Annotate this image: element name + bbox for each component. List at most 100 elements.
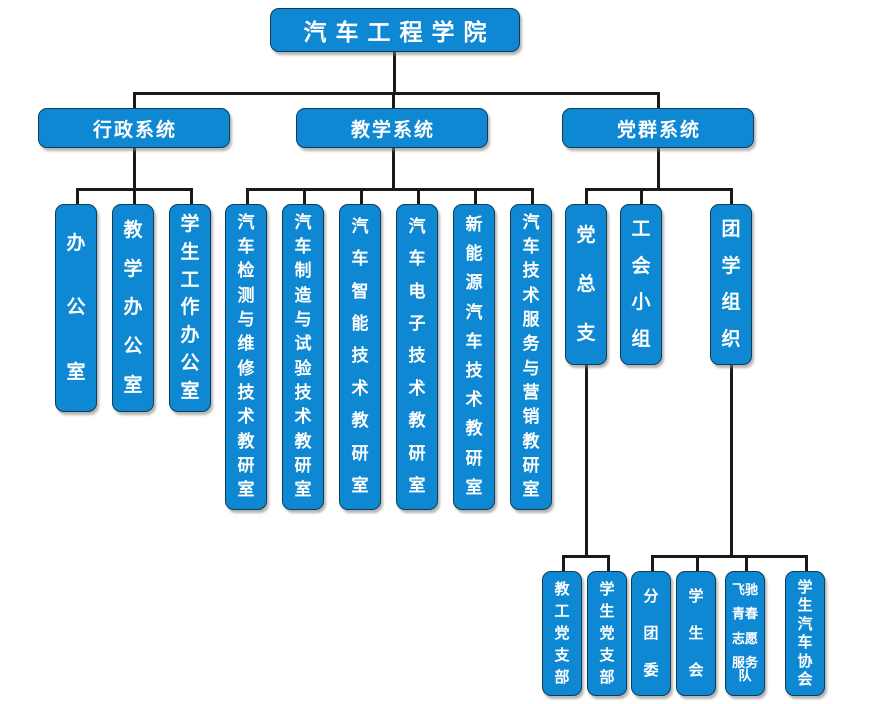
node-branch-party-mass[interactable]: 党群系统 [562, 108, 754, 148]
node-student-auto-association[interactable]: 学生汽车协会 [785, 571, 825, 696]
node-auto-electronics-dept[interactable]: 汽车电子技术教研室 [396, 204, 438, 510]
node-party-general-branch[interactable]: 党总支 [565, 204, 607, 365]
node-char: 研 [522, 455, 540, 476]
node-youth-league-student-org[interactable]: 团学组织 [710, 204, 752, 365]
node-char: 智 [351, 281, 369, 302]
connector-root-stem [393, 52, 396, 92]
node-feichi-youth-volunteer-team[interactable]: 飞驰青春志愿服务队 [725, 571, 765, 696]
node-char: 销 [522, 407, 540, 428]
node-student-affairs-office[interactable]: 学生工作办公室 [169, 204, 211, 412]
node-char: 研 [408, 443, 426, 464]
node-char: 学 [688, 587, 704, 605]
connector-party-stem [657, 148, 660, 188]
node-char: 委 [643, 661, 659, 679]
node-char: 技 [408, 346, 426, 367]
node-char: 验 [294, 358, 312, 379]
node-char: 与 [294, 309, 312, 330]
node-char: 教 [123, 218, 143, 241]
connector-party-drop-1 [585, 188, 588, 204]
connector-party-drop-3 [730, 188, 733, 204]
node-char: 教 [465, 419, 483, 440]
node-char: 会 [797, 670, 813, 689]
node-char: 公 [66, 296, 86, 319]
connector-dangzongzhi-stem [585, 365, 588, 555]
connector-tuanxue-drop-1 [651, 555, 654, 571]
node-char: 教 [294, 431, 312, 452]
node-auto-intelligent-tech-dept[interactable]: 汽车智能技术教研室 [339, 204, 381, 510]
node-char: 学 [180, 213, 200, 236]
node-char: 维 [237, 334, 255, 355]
node-char: 织 [721, 328, 741, 351]
node-line: 飞驰 [731, 582, 758, 598]
node-char: 造 [294, 285, 312, 306]
node-char: 党 [576, 224, 596, 246]
node-student-union[interactable]: 学生会 [676, 571, 716, 696]
connector-level2-drop-teaching [392, 92, 395, 108]
node-char: 室 [408, 476, 426, 497]
node-auto-service-marketing-dept[interactable]: 汽车技术服务与营销教研室 [510, 204, 552, 510]
node-branch-league-committee[interactable]: 分团委 [631, 571, 671, 696]
node-branch-teaching[interactable]: 教学系统 [296, 108, 488, 148]
node-char: 测 [237, 285, 255, 306]
node-char: 新 [465, 215, 483, 236]
connector-level2-drop-admin [133, 92, 136, 108]
node-char: 术 [351, 378, 369, 399]
connector-teaching-drop-3 [360, 188, 363, 204]
node-char: 办 [66, 231, 86, 254]
node-char: 教 [408, 411, 426, 432]
node-char: 汽 [294, 212, 312, 233]
node-char: 作 [180, 296, 200, 319]
node-char: 与 [522, 358, 540, 379]
node-char: 源 [465, 273, 483, 294]
node-char: 研 [294, 455, 312, 476]
node-char: 室 [66, 361, 86, 384]
node-char: 与 [237, 309, 255, 330]
node-char: 党 [554, 623, 570, 642]
node-staff-party-branch[interactable]: 教工党支部 [542, 571, 582, 696]
node-char: 子 [408, 314, 426, 335]
connector-party-bus [585, 188, 733, 191]
connector-level2-bus [133, 92, 659, 95]
node-auto-manufacturing-testing-dept[interactable]: 汽车制造与试验技术教研室 [282, 204, 324, 510]
node-char: 团 [721, 217, 741, 240]
node-char: 办 [123, 296, 143, 319]
node-root[interactable]: 汽车工程学院 [270, 8, 520, 52]
node-char: 部 [554, 668, 570, 687]
node-branch-administrative[interactable]: 行政系统 [38, 108, 230, 148]
node-char: 汽 [797, 614, 813, 633]
node-char: 制 [294, 261, 312, 282]
node-student-party-branch[interactable]: 学生党支部 [587, 571, 627, 696]
node-line: 服务队 [731, 656, 758, 685]
node-union-group[interactable]: 工会小组 [620, 204, 662, 365]
node-char: 技 [522, 261, 540, 282]
node-char: 组 [631, 328, 651, 351]
node-char: 学 [123, 257, 143, 280]
node-char: 汽 [237, 212, 255, 233]
node-char: 工 [631, 217, 651, 240]
node-char: 试 [294, 334, 312, 355]
node-char: 检 [237, 261, 255, 282]
node-char: 生 [797, 596, 813, 615]
node-char: 车 [522, 236, 540, 257]
node-char: 团 [643, 624, 659, 642]
node-char: 汽 [465, 302, 483, 323]
node-char: 车 [351, 249, 369, 270]
node-line: 青春 [731, 607, 758, 623]
node-admin-office[interactable]: 办公室 [55, 204, 97, 412]
node-auto-inspection-repair-dept[interactable]: 汽车检测与维修技术教研室 [225, 204, 267, 510]
connector-party-drop-2 [640, 188, 643, 204]
connector-dangzongzhi-bus [562, 555, 610, 558]
node-char: 汽 [522, 212, 540, 233]
connector-teaching-bus [246, 188, 532, 191]
connector-teaching-drop-4 [417, 188, 420, 204]
connector-teaching-stem [392, 148, 395, 188]
node-new-energy-auto-dept[interactable]: 新能源汽车技术教研室 [453, 204, 495, 510]
node-char: 部 [599, 668, 615, 687]
connector-admin-stem [133, 148, 136, 188]
node-teaching-office[interactable]: 教学办公室 [112, 204, 154, 412]
node-char: 务 [522, 334, 540, 355]
node-char: 电 [408, 281, 426, 302]
node-char: 室 [351, 476, 369, 497]
node-char: 支 [576, 322, 596, 344]
